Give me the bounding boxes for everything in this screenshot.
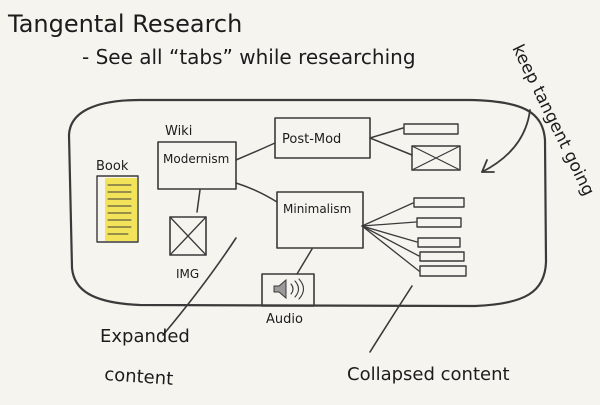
wiki-label: Wiki bbox=[165, 124, 192, 139]
crossed-box-icon bbox=[169, 216, 207, 256]
modernism-box bbox=[157, 141, 237, 190]
book-highlight bbox=[105, 178, 137, 241]
collapsed-tab[interactable] bbox=[403, 123, 459, 135]
postmod-image-child[interactable] bbox=[411, 145, 461, 171]
collapsed-tab[interactable] bbox=[413, 197, 465, 208]
collapsed-tab[interactable] bbox=[419, 265, 467, 277]
postmod-label: Post-Mod bbox=[282, 132, 341, 147]
minimalism-box bbox=[276, 191, 364, 249]
book-lines bbox=[107, 184, 132, 235]
book-label: Book bbox=[96, 159, 129, 174]
side-note-arrow bbox=[481, 109, 531, 173]
expanded-label-line1: Expanded bbox=[100, 326, 190, 347]
collapsed-tab[interactable] bbox=[417, 237, 461, 248]
modernism-node[interactable]: Modernism bbox=[157, 141, 237, 190]
minimalism-label: Minimalism bbox=[283, 202, 351, 216]
book-page bbox=[96, 175, 139, 243]
side-note: keep tangent going bbox=[508, 41, 599, 199]
audio-node[interactable] bbox=[261, 273, 315, 307]
collapsed-tab[interactable] bbox=[416, 217, 462, 228]
modernism-label: Modernism bbox=[163, 152, 229, 166]
connector-modernism-minimalism bbox=[235, 182, 278, 203]
connector-minimalism-audio bbox=[296, 248, 313, 275]
crossed-box-icon bbox=[411, 145, 461, 171]
workspace-oval bbox=[67, 98, 548, 308]
connector-modernism-postmod bbox=[235, 142, 276, 161]
expanded-pointer-line bbox=[162, 237, 237, 336]
img-cross bbox=[169, 216, 207, 256]
connector-minimalism-children bbox=[361, 202, 420, 272]
speaker-icon bbox=[273, 278, 305, 300]
connector-modernism-img bbox=[196, 189, 201, 213]
page-title: Tangental Research bbox=[7, 10, 242, 38]
side-note-arrowhead bbox=[481, 159, 495, 173]
audio-label: Audio bbox=[266, 312, 303, 327]
img-node[interactable] bbox=[169, 216, 207, 256]
connector-postmod-children bbox=[369, 127, 413, 156]
collapsed-label: Collapsed content bbox=[347, 364, 510, 385]
collapsed-pointer-line bbox=[369, 285, 413, 353]
postmod-image-cross bbox=[411, 145, 461, 171]
audio-box bbox=[261, 273, 315, 307]
book-node[interactable] bbox=[96, 175, 139, 243]
collapsed-tab[interactable] bbox=[419, 251, 465, 262]
page-subtitle: - See all “tabs” while researching bbox=[82, 45, 416, 69]
postmod-node[interactable]: Post-Mod bbox=[274, 117, 371, 159]
expanded-label-line2: content bbox=[104, 364, 174, 390]
img-label: IMG bbox=[176, 267, 199, 281]
minimalism-node[interactable]: Minimalism bbox=[276, 191, 364, 249]
